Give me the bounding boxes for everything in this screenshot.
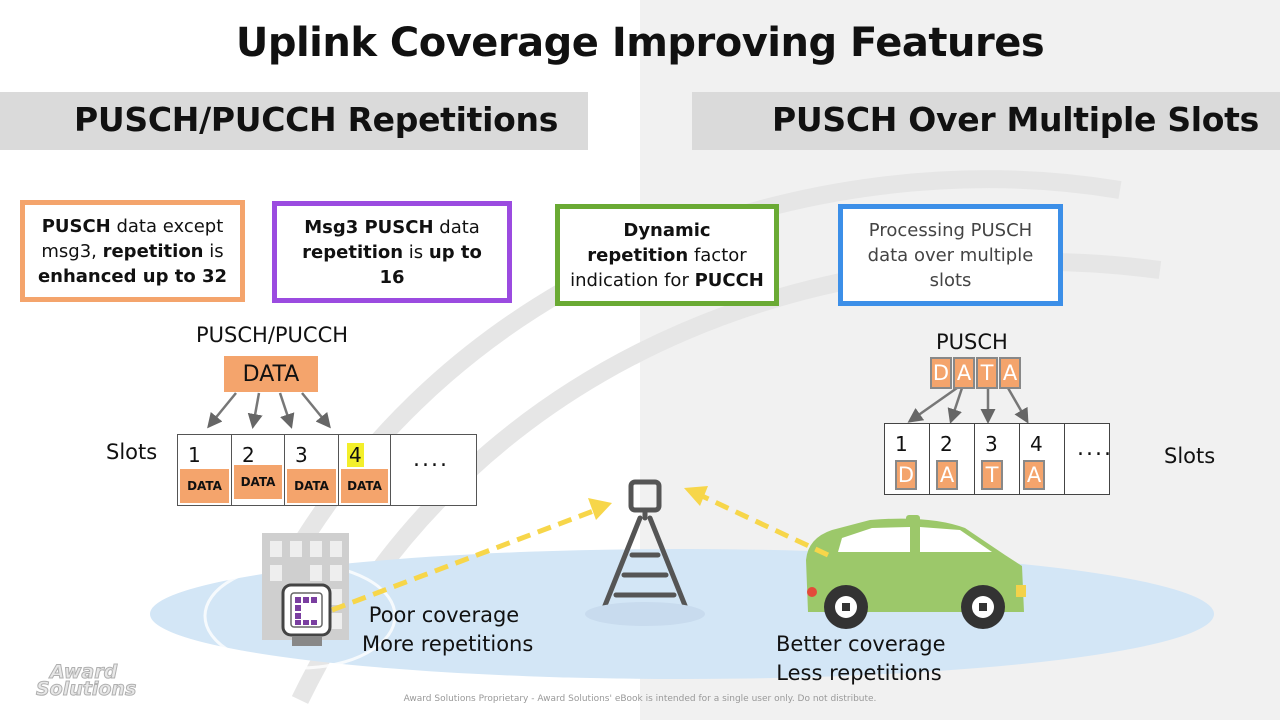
cell-tower-icon [601, 479, 689, 611]
feature-text: factor indication for [570, 244, 747, 291]
slot-letter: A [936, 460, 958, 490]
feature-text: is [203, 240, 224, 262]
feature-box-dynamic-repetition: Dynamic repetition factor indication for… [555, 204, 779, 306]
slot-cell: 3 DATA [285, 435, 339, 505]
section-title-right: PUSCH Over Multiple Slots [772, 100, 1259, 139]
data-letter: D [930, 357, 952, 389]
slot-dots: .... [1077, 436, 1113, 461]
right-slot-grid: 1 D 2 A 3 T 4 A .... [884, 423, 1113, 495]
slot-cell: 2 DATA [232, 435, 285, 505]
feature-text: PUSCH [41, 215, 111, 237]
award-solutions-logo: Award Solutions [35, 661, 137, 700]
feature-box-msg3-repetition: Msg3 PUSCH data repetition is up to 16 [272, 201, 512, 303]
slot-number: 3 [295, 443, 308, 467]
data-letter: T [976, 357, 998, 389]
data-letter: A [999, 357, 1021, 389]
feature-text: repetition [302, 241, 404, 263]
section-title-left: PUSCH/PUCCH Repetitions [74, 100, 559, 139]
slot-letter: D [895, 460, 917, 490]
feature-text: Processing PUSCH data over multiple slot… [867, 219, 1034, 291]
caption-poor-coverage: Poor coverage More repetitions [362, 601, 534, 659]
feature-text: Msg3 PUSCH [304, 216, 434, 238]
feature-text: Dynamic repetition [587, 219, 711, 266]
right-slots-label: Slots [1164, 444, 1216, 468]
slot-number-highlighted: 4 [347, 443, 364, 467]
slot-data: DATA [234, 465, 282, 499]
slot-cell: 4 DATA [339, 435, 391, 505]
arrow-head-left [588, 498, 612, 520]
left-channel-label: PUSCH/PUCCH [196, 323, 349, 347]
section-header-left: PUSCH/PUCCH Repetitions [0, 92, 588, 150]
slot-dots: .... [413, 447, 449, 472]
logo-line: Solutions [35, 678, 137, 700]
right-channel-label: PUSCH [936, 330, 1008, 354]
data-letter: A [953, 357, 975, 389]
logo-line: Award [49, 661, 118, 683]
feature-text: data [433, 216, 480, 238]
slot-cell: 1 DATA [178, 435, 232, 505]
feature-box-multi-slot: Processing PUSCH data over multiple slot… [838, 204, 1063, 306]
feature-text: up to 16 [379, 241, 482, 288]
caption-line: Poor coverage [368, 603, 520, 627]
arrow-head-right [684, 486, 708, 506]
slot-number: 4 [1030, 432, 1043, 456]
slot-cell-more: .... [1065, 424, 1113, 494]
slot-number: 3 [985, 432, 998, 456]
footer-disclaimer: Award Solutions Proprietary - Award Solu… [403, 694, 877, 704]
slot-letter: A [1023, 460, 1045, 490]
feature-box-pusch-repetition: PUSCH data except msg3, repetition is en… [20, 200, 245, 302]
slot-cell: 3 T [975, 424, 1020, 494]
slot-number: 1 [895, 432, 908, 456]
slot-cell: 2 A [930, 424, 975, 494]
slot-letter: T [981, 460, 1003, 490]
slot-data: DATA [287, 469, 336, 503]
car-icon [806, 515, 1026, 629]
caption-line: Better coverage [776, 632, 946, 656]
slot-data: DATA [341, 469, 388, 503]
section-header-right: PUSCH Over Multiple Slots [692, 92, 1280, 150]
slot-number: 2 [940, 432, 953, 456]
caption-line: More repetitions [362, 632, 534, 656]
feature-text: PUCCH [694, 269, 764, 291]
feature-text: enhanced up to 32 [37, 265, 228, 287]
feature-text: repetition [102, 240, 204, 262]
slot-number: 1 [188, 443, 201, 467]
right-data-letters: D A T A [930, 357, 1022, 391]
feature-text: is [403, 241, 429, 263]
uplink-arrows [331, 493, 830, 613]
slot-cell: 4 A [1020, 424, 1065, 494]
feature-text: data except msg3, [41, 215, 224, 262]
left-slot-grid: 1 DATA 2 DATA 3 DATA 4 DATA .... [177, 434, 477, 506]
slot-cell-more: .... [391, 435, 477, 505]
slot-number: 2 [242, 443, 255, 467]
page-title: Uplink Coverage Improving Features [235, 20, 1045, 66]
caption-line: Less repetitions [776, 661, 942, 685]
device-icon [281, 583, 332, 646]
slot-data: DATA [180, 469, 229, 503]
caption-better-coverage: Better coverage Less repetitions [776, 630, 946, 688]
left-slots-label: Slots [106, 440, 158, 464]
slot-cell: 1 D [885, 424, 930, 494]
left-data-block: DATA [224, 356, 318, 392]
